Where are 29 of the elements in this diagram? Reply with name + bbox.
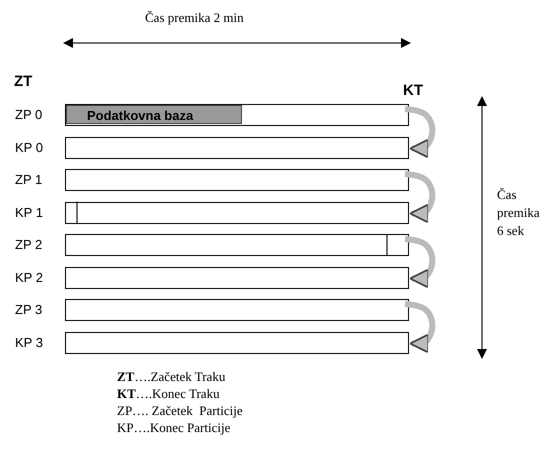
curved-arrow (404, 236, 436, 288)
legend-text: KT….Konec Traku (117, 386, 220, 402)
track-bar (65, 234, 409, 256)
row-label: ZP 2 (15, 237, 42, 252)
row-label: KP 3 (15, 334, 43, 350)
row-label: KP 2 (15, 270, 43, 284)
curved-arrow (404, 106, 436, 158)
dimension-label: Čas premika 2 min (145, 10, 244, 26)
legend-text: KP….Konec Particije (117, 420, 230, 436)
row-label: KP 1 (15, 204, 43, 220)
legend-text: ZP…. Začetek Particije (117, 403, 243, 419)
track-bar (65, 104, 409, 126)
track-bar (65, 266, 409, 288)
row-label: ZP 3 (15, 302, 42, 317)
row-label: ZP 0 (15, 107, 42, 122)
axis-label: KT (403, 82, 423, 99)
curved-arrow (404, 301, 436, 354)
track-bar (65, 169, 409, 191)
track-bar (65, 332, 409, 354)
dimension-label: Čas premika 6 sek (497, 186, 541, 240)
track-bar (65, 202, 409, 224)
curved-arrow (404, 171, 436, 224)
data-segment: Podatkovna baza (66, 105, 242, 124)
axis-label: ZT (14, 73, 32, 90)
track-bar (65, 136, 409, 158)
row-label: ZP 1 (15, 172, 42, 187)
legend-text: ZT….Začetek Traku (117, 369, 226, 385)
track-bar (65, 299, 409, 321)
row-label: KP 0 (15, 140, 43, 154)
